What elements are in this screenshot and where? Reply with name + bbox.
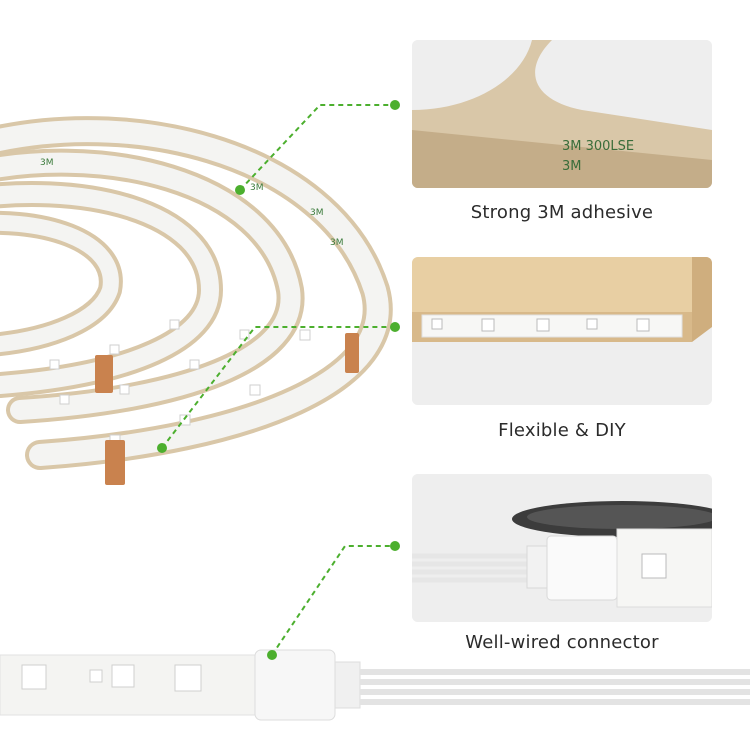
svg-text:3M: 3M: [330, 238, 344, 248]
flexible-image: [412, 257, 712, 405]
connector-image: [412, 474, 712, 622]
svg-text:3M 300LSE: 3M 300LSE: [562, 139, 634, 154]
svg-text:3M: 3M: [310, 208, 324, 218]
flexible-caption: Flexible & DIY: [498, 420, 626, 441]
svg-text:3M: 3M: [562, 159, 582, 174]
adhesive-caption: Strong 3M adhesive: [470, 202, 654, 223]
connector-caption: Well-wired connector: [465, 632, 659, 653]
svg-text:3M: 3M: [40, 158, 54, 168]
svg-text:3M: 3M: [250, 183, 264, 193]
adhesive-image: 3M 300LSE 3M: [412, 40, 712, 188]
